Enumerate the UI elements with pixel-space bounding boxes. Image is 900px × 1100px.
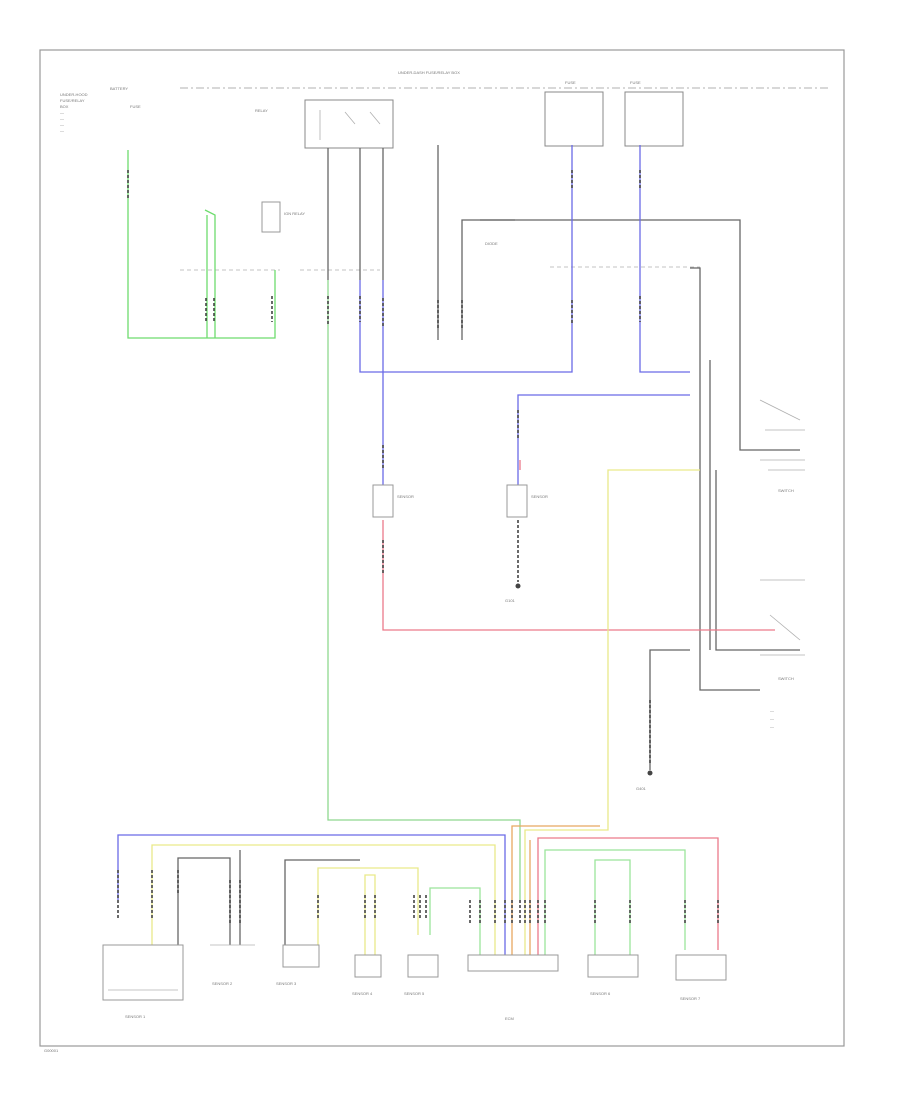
fuse-block-2 xyxy=(624,91,684,147)
switch-right-top: SWITCH xyxy=(759,399,805,493)
sensor-mid-right-label: SENSOR xyxy=(531,494,548,499)
svg-text:—: — xyxy=(60,128,64,133)
component-5-label: SENSOR 5 xyxy=(404,991,425,996)
svg-text:—: — xyxy=(60,122,64,127)
component-7 xyxy=(675,954,727,981)
yellow-wire-bottom-2 xyxy=(317,867,419,955)
lightgreen-wire-bottom-2 xyxy=(594,859,631,955)
sensor-mid-left xyxy=(372,484,394,518)
svg-text:BATTERY: BATTERY xyxy=(110,86,128,91)
component-1 xyxy=(102,944,184,1001)
blue-wire-top-loop xyxy=(359,145,573,373)
yellow-wire-bottom-left xyxy=(151,844,496,955)
black-wire-right-trunk xyxy=(690,267,760,691)
black-wire-ground-right xyxy=(649,649,690,770)
component-4 xyxy=(354,954,382,978)
ecm-label: ECM xyxy=(505,1016,514,1021)
green-wire-long xyxy=(327,280,521,900)
relay-contact xyxy=(319,110,381,140)
right-label-block: — — — xyxy=(770,708,774,729)
component-7-label: SENSOR 7 xyxy=(680,996,701,1001)
black-wire-fuse xyxy=(437,145,800,451)
fuse-block-1-label: FUSE xyxy=(565,80,576,85)
black-wire-bottom-3 xyxy=(284,859,360,945)
component-5 xyxy=(407,954,439,978)
yellow-wire-bottom-3 xyxy=(364,874,376,955)
svg-text:—: — xyxy=(770,708,774,713)
svg-text:SWITCH: SWITCH xyxy=(778,676,794,681)
component-6-label: SENSOR 6 xyxy=(590,991,611,996)
svg-text:FUSE/RELAY: FUSE/RELAY xyxy=(60,98,85,103)
svg-text:—: — xyxy=(60,110,64,115)
svg-text:FUSE: FUSE xyxy=(130,104,141,109)
component-4-label: SENSOR 4 xyxy=(352,991,373,996)
sensor-mid-left-label: SENSOR xyxy=(397,494,414,499)
svg-text:BOX: BOX xyxy=(60,104,69,109)
under-hood-label-block: UNDER-HOOD FUSE/RELAY BOX — — — — BATTER… xyxy=(60,86,141,133)
component-2-label: SENSOR 2 xyxy=(212,981,233,986)
pink-wire-bottom xyxy=(537,837,719,955)
fuse-block-1 xyxy=(544,91,604,147)
sensor-mid-right xyxy=(506,484,528,518)
ground-right-dot xyxy=(647,770,653,776)
relay-top-label: RELAY xyxy=(255,108,268,113)
fuse-block-2-label: FUSE xyxy=(630,80,641,85)
ign-relay-label: IGN RELAY xyxy=(284,211,305,216)
svg-text:SWITCH: SWITCH xyxy=(778,488,794,493)
ecm-connector xyxy=(467,954,559,972)
green-wire-mid xyxy=(204,209,216,338)
green-wire-left xyxy=(127,150,276,339)
blue-wire-right-top xyxy=(639,145,690,373)
ign-relay xyxy=(261,201,281,233)
component-3 xyxy=(282,944,320,968)
black-wire-bottom-1 xyxy=(177,857,231,945)
svg-text:—: — xyxy=(770,724,774,729)
svg-text:UNDER-HOOD: UNDER-HOOD xyxy=(60,92,88,97)
blue-wire-to-sensor-right xyxy=(517,394,690,490)
svg-text:—: — xyxy=(770,716,774,721)
svg-text:—: — xyxy=(60,116,64,121)
diagram-frame xyxy=(39,49,845,1047)
lightgreen-wire-bottom xyxy=(544,849,686,955)
switch-right-mid: SWITCH xyxy=(760,579,805,681)
fuse-box-label: UNDER-DASH FUSE/RELAY BOX xyxy=(398,70,460,75)
ground-right-label: G401 xyxy=(636,786,647,791)
ecm-pins xyxy=(317,895,719,925)
diode-label: DIODE xyxy=(485,241,498,246)
black-wire-right-trunk-2 xyxy=(709,360,800,651)
ground-mid-dot xyxy=(515,583,521,589)
ground-mid-label: G101 xyxy=(505,598,516,603)
yellow-wire-long xyxy=(524,469,700,955)
component-6 xyxy=(587,954,639,978)
component-1-label: SENSOR 1 xyxy=(125,1014,146,1019)
blue-wire-bottom xyxy=(117,834,506,955)
lightgreen-wire-bottom-3 xyxy=(429,887,481,955)
component-3-label: SENSOR 3 xyxy=(276,981,297,986)
corner-code: G00001 xyxy=(44,1048,59,1053)
